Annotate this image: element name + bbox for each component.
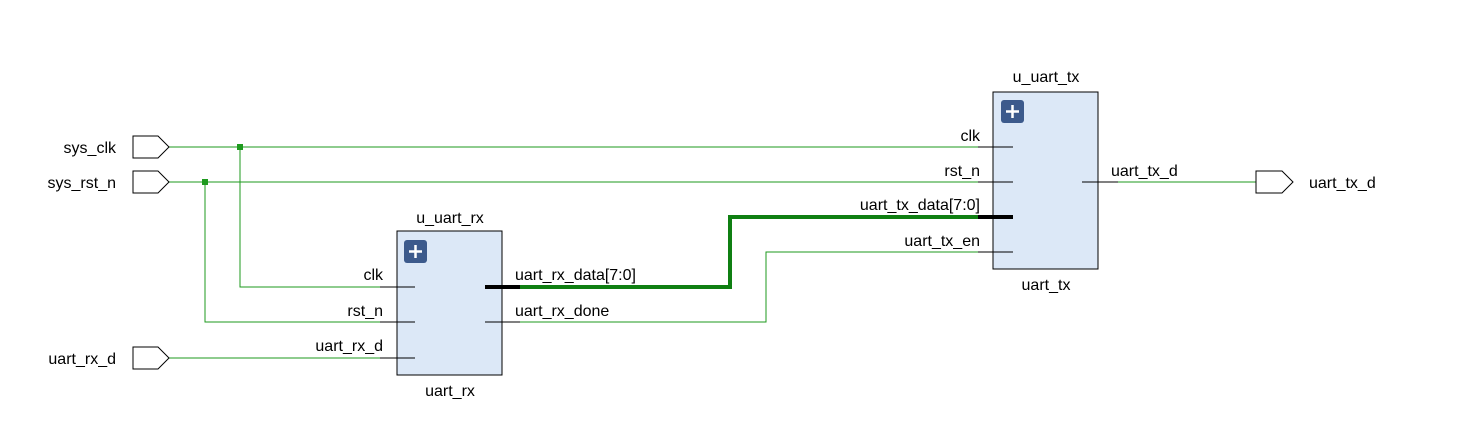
output-port-arrow-icon xyxy=(1255,170,1294,194)
pin-label-uart-tx-en: uart_tx_en xyxy=(904,233,980,250)
block-instance-name: u_uart_rx xyxy=(416,210,484,227)
block-module-name: uart_rx xyxy=(425,383,475,400)
net-uart-rx-done[interactable] xyxy=(520,251,1013,323)
input-port-arrow-icon xyxy=(132,135,170,159)
junction-sys-rst-n xyxy=(202,179,208,185)
block-u-uart-tx[interactable]: u_uart_tx clk rst_n uart_tx_data[7:0] ua… xyxy=(860,69,1178,294)
pin-label-uart-rx-d: uart_rx_d xyxy=(315,338,383,355)
pin-label-uart-tx-d: uart_tx_d xyxy=(1111,163,1178,180)
pin-label-clk: clk xyxy=(363,267,384,284)
pin-label-rst-n: rst_n xyxy=(944,163,980,180)
pin-label-uart-rx-data: uart_rx_data[7:0] xyxy=(515,267,636,284)
block-u-uart-rx[interactable]: u_uart_rx clk rst_n uart_rx_d uart_rx_da… xyxy=(315,210,636,400)
input-port-arrow-icon xyxy=(132,170,170,194)
input-port-arrow-icon xyxy=(132,346,170,370)
port-label: uart_rx_d xyxy=(48,351,116,368)
input-port-sys-clk[interactable]: sys_clk xyxy=(64,135,170,159)
pin-label-uart-tx-data: uart_tx_data[7:0] xyxy=(860,197,980,214)
input-port-uart-rx-d[interactable]: uart_rx_d xyxy=(48,346,170,370)
nets xyxy=(169,144,1256,359)
block-instance-name: u_uart_tx xyxy=(1013,69,1080,86)
port-label: sys_rst_n xyxy=(48,175,116,192)
pin-label-uart-rx-done: uart_rx_done xyxy=(515,303,609,320)
output-port-uart-tx-d[interactable]: uart_tx_d xyxy=(1255,170,1376,194)
junction-sys-clk xyxy=(237,144,243,150)
port-label: uart_tx_d xyxy=(1309,175,1376,192)
net-sys-clk[interactable] xyxy=(169,146,1013,288)
expand-button[interactable] xyxy=(1001,100,1024,123)
input-port-sys-rst-n[interactable]: sys_rst_n xyxy=(48,170,170,194)
pin-label-clk: clk xyxy=(960,128,981,145)
expand-button[interactable] xyxy=(404,240,427,263)
block-module-name: uart_tx xyxy=(1022,277,1071,294)
net-sys-rst-n[interactable] xyxy=(169,181,1013,323)
port-label: sys_clk xyxy=(64,140,117,157)
net-uart-rx-data-bus[interactable] xyxy=(520,215,990,289)
pin-label-rst-n: rst_n xyxy=(347,303,383,320)
